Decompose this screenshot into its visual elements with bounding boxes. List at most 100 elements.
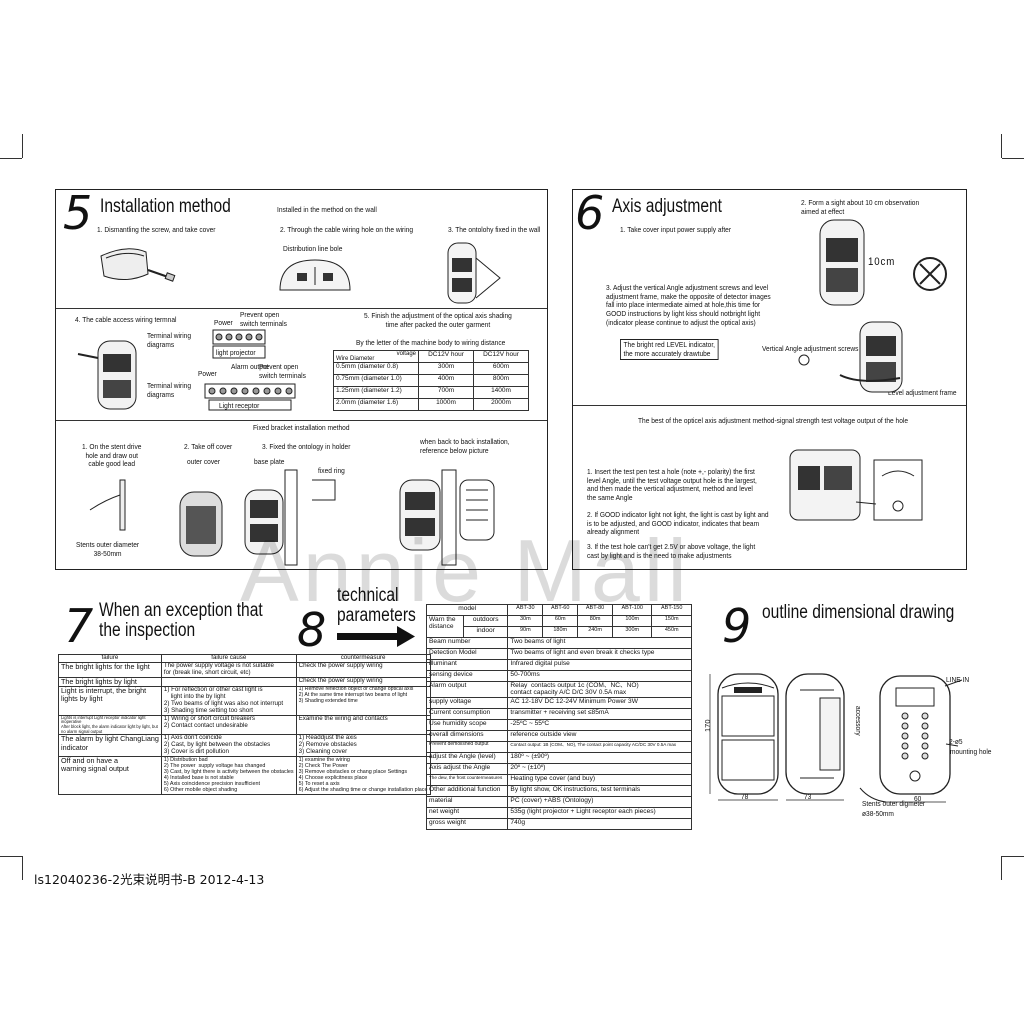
table-cell: Examine the wiring and contacts [295,714,431,736]
section-title: When an exception that the inspection [99,600,263,641]
label: Stents outer diameter 38-50mm [76,540,140,558]
step-text: 3. Adjust the vertical Angle adjustment … [606,283,771,327]
table-cell: 740g [507,817,692,830]
step-text: 4. The cable access wiring termnal [75,315,177,324]
table-cell: 1.25mm (diameter 1.2) [333,386,419,399]
table-cell: sensing device [425,670,509,682]
step-text: 5. Finish the adjustment of the optical … [364,311,512,329]
table-cell: Alarm output [425,681,509,698]
detector-open-drawing [77,340,137,410]
table-cell: overall dimensions [425,729,509,742]
dimension-label: 73 [804,792,812,801]
table-cell: 600m [473,362,529,375]
table-cell: 535g (light projector + Light receptor e… [507,806,692,819]
subsection-title: The best of the opticel axis adjustment … [638,416,909,425]
table-cell: 2.0mm (diameter 1.6) [333,398,419,411]
table-cell: PC (cover) +ABS (Ontology) [507,795,692,808]
table-cell: adjust the Angle (level) [425,751,509,764]
label: Prevent open switch terminals [240,310,287,328]
label: Level adjustment frame [888,388,957,397]
step-text: 1. Insert the test pen test a hole (note… [587,467,757,502]
label: Prevent open switch terminals [259,362,306,380]
label: Terminal wiring diagrams [147,331,192,349]
label: light projector [216,348,256,357]
table-cell: reference outside view [507,729,692,742]
table-cell: 450m [651,626,692,638]
label: 2-ø5 [949,737,963,746]
crop-mark [22,134,23,158]
label: fixed ring [318,466,345,475]
table-cell: -25ºC ~ 55ºC [507,718,692,731]
table-cell: 180º ~ (±90º) [507,751,692,764]
indicator-note: The bright red LEVEL indicator, the more… [620,339,719,361]
table-cell: 180m [542,626,579,638]
crop-mark [0,856,22,857]
step-text: 2. Take off cover [184,442,233,451]
exception-table: failure failure cause countermeasure The… [58,654,431,795]
label: Power [214,318,233,327]
table-cell: 240m [577,626,613,638]
label: LINE IN [946,675,970,684]
dimension-label: 60 [914,794,922,803]
device-cover-drawing [100,248,176,282]
table-cell: 1) Axis don't coincide 2) Cast, by light… [160,734,297,758]
table-cell: supply voltage [425,696,509,709]
table-cell: 1) Remove reflection object or change op… [295,685,431,716]
arrow-right-icon [337,626,415,647]
step-text: 1. On the stent drive hole and draw out … [82,442,142,469]
section-title: Installation method [100,196,231,217]
wire-header-cell: DC12V hour [418,350,474,363]
step-text: 3. If the test hole can't get 2.5V or ab… [587,542,756,560]
section-number: 6 [575,186,605,240]
table-cell: Lights is interrupt Light receptor indic… [58,714,162,736]
dimension-label: 78 [741,792,749,801]
table-cell: Heating type cover (and buy) [507,773,692,786]
label: ø38-50mm [862,809,894,818]
label: 10cm [868,256,896,268]
label: outer cover [187,457,221,466]
section-title: outline dimensional drawing [762,602,955,623]
subsection-title: Fixed bracket installation method [253,423,350,432]
table-cell: The bright lights for the light [58,661,162,678]
outline-drawing [709,673,963,803]
table-cell: The dew, the frost countermeasures [425,773,509,786]
section-title: Axis adjustment [612,196,722,217]
step-text: when back to back installation, referenc… [420,437,510,455]
table-cell: 700m [418,386,474,399]
table-cell: The alarm by light ChangLiang indicator [58,734,162,758]
table-cell: 800m [473,374,529,387]
table-cell: 1) Wiring or short circuit breakers 2) C… [160,714,297,736]
section-number: 9 [722,599,752,653]
table-cell: Light is interrupt, the bright lights by… [58,685,162,716]
step-text: 2. If GOOD indicator light not light, th… [587,510,769,537]
crop-mark [0,158,22,159]
table-cell: Detection Model [425,648,509,660]
table-cell: 1400m [473,386,529,399]
table-cell: 1) Distribution bad 2) The power supply … [160,756,297,795]
table-cell: 50-700ms [507,670,692,682]
table-cell: 90m [507,626,544,638]
label: accessory [854,706,863,736]
table-cell: 1) Readdjust the axis 2) Remove obstacle… [295,734,431,758]
table-cell: 0.5mm (diameter 0.8) [333,362,419,375]
subtitle: Installed in the method on the wall [277,205,377,214]
table-cell: Infrared digital pulse [507,659,692,671]
step-text: 1. Take cover input power supply after [620,225,732,234]
table-cell: Use humidity scope [425,718,509,731]
terminal-block-drawing [204,329,296,411]
table-cell: 1000m [418,398,474,411]
crop-mark [1002,856,1024,857]
wiring-hole-drawing [279,259,351,291]
bracket-drawings [89,469,495,566]
table-cell: 300m [611,626,653,638]
table-cell: 1) examine the wiring 2) Check The Power… [295,756,431,795]
table-cell: 400m [418,374,474,387]
footer-text: ls12040236-2光束说明书-B 2012-4-13 [34,872,265,887]
label: Terminal wiring diagrams [147,381,192,399]
table-cell: Prevent demolished output [425,740,509,753]
table-cell: 300m [418,362,474,375]
dimension-label: 170 [703,719,712,732]
wire-header-cell: DC12V hour [473,350,529,363]
